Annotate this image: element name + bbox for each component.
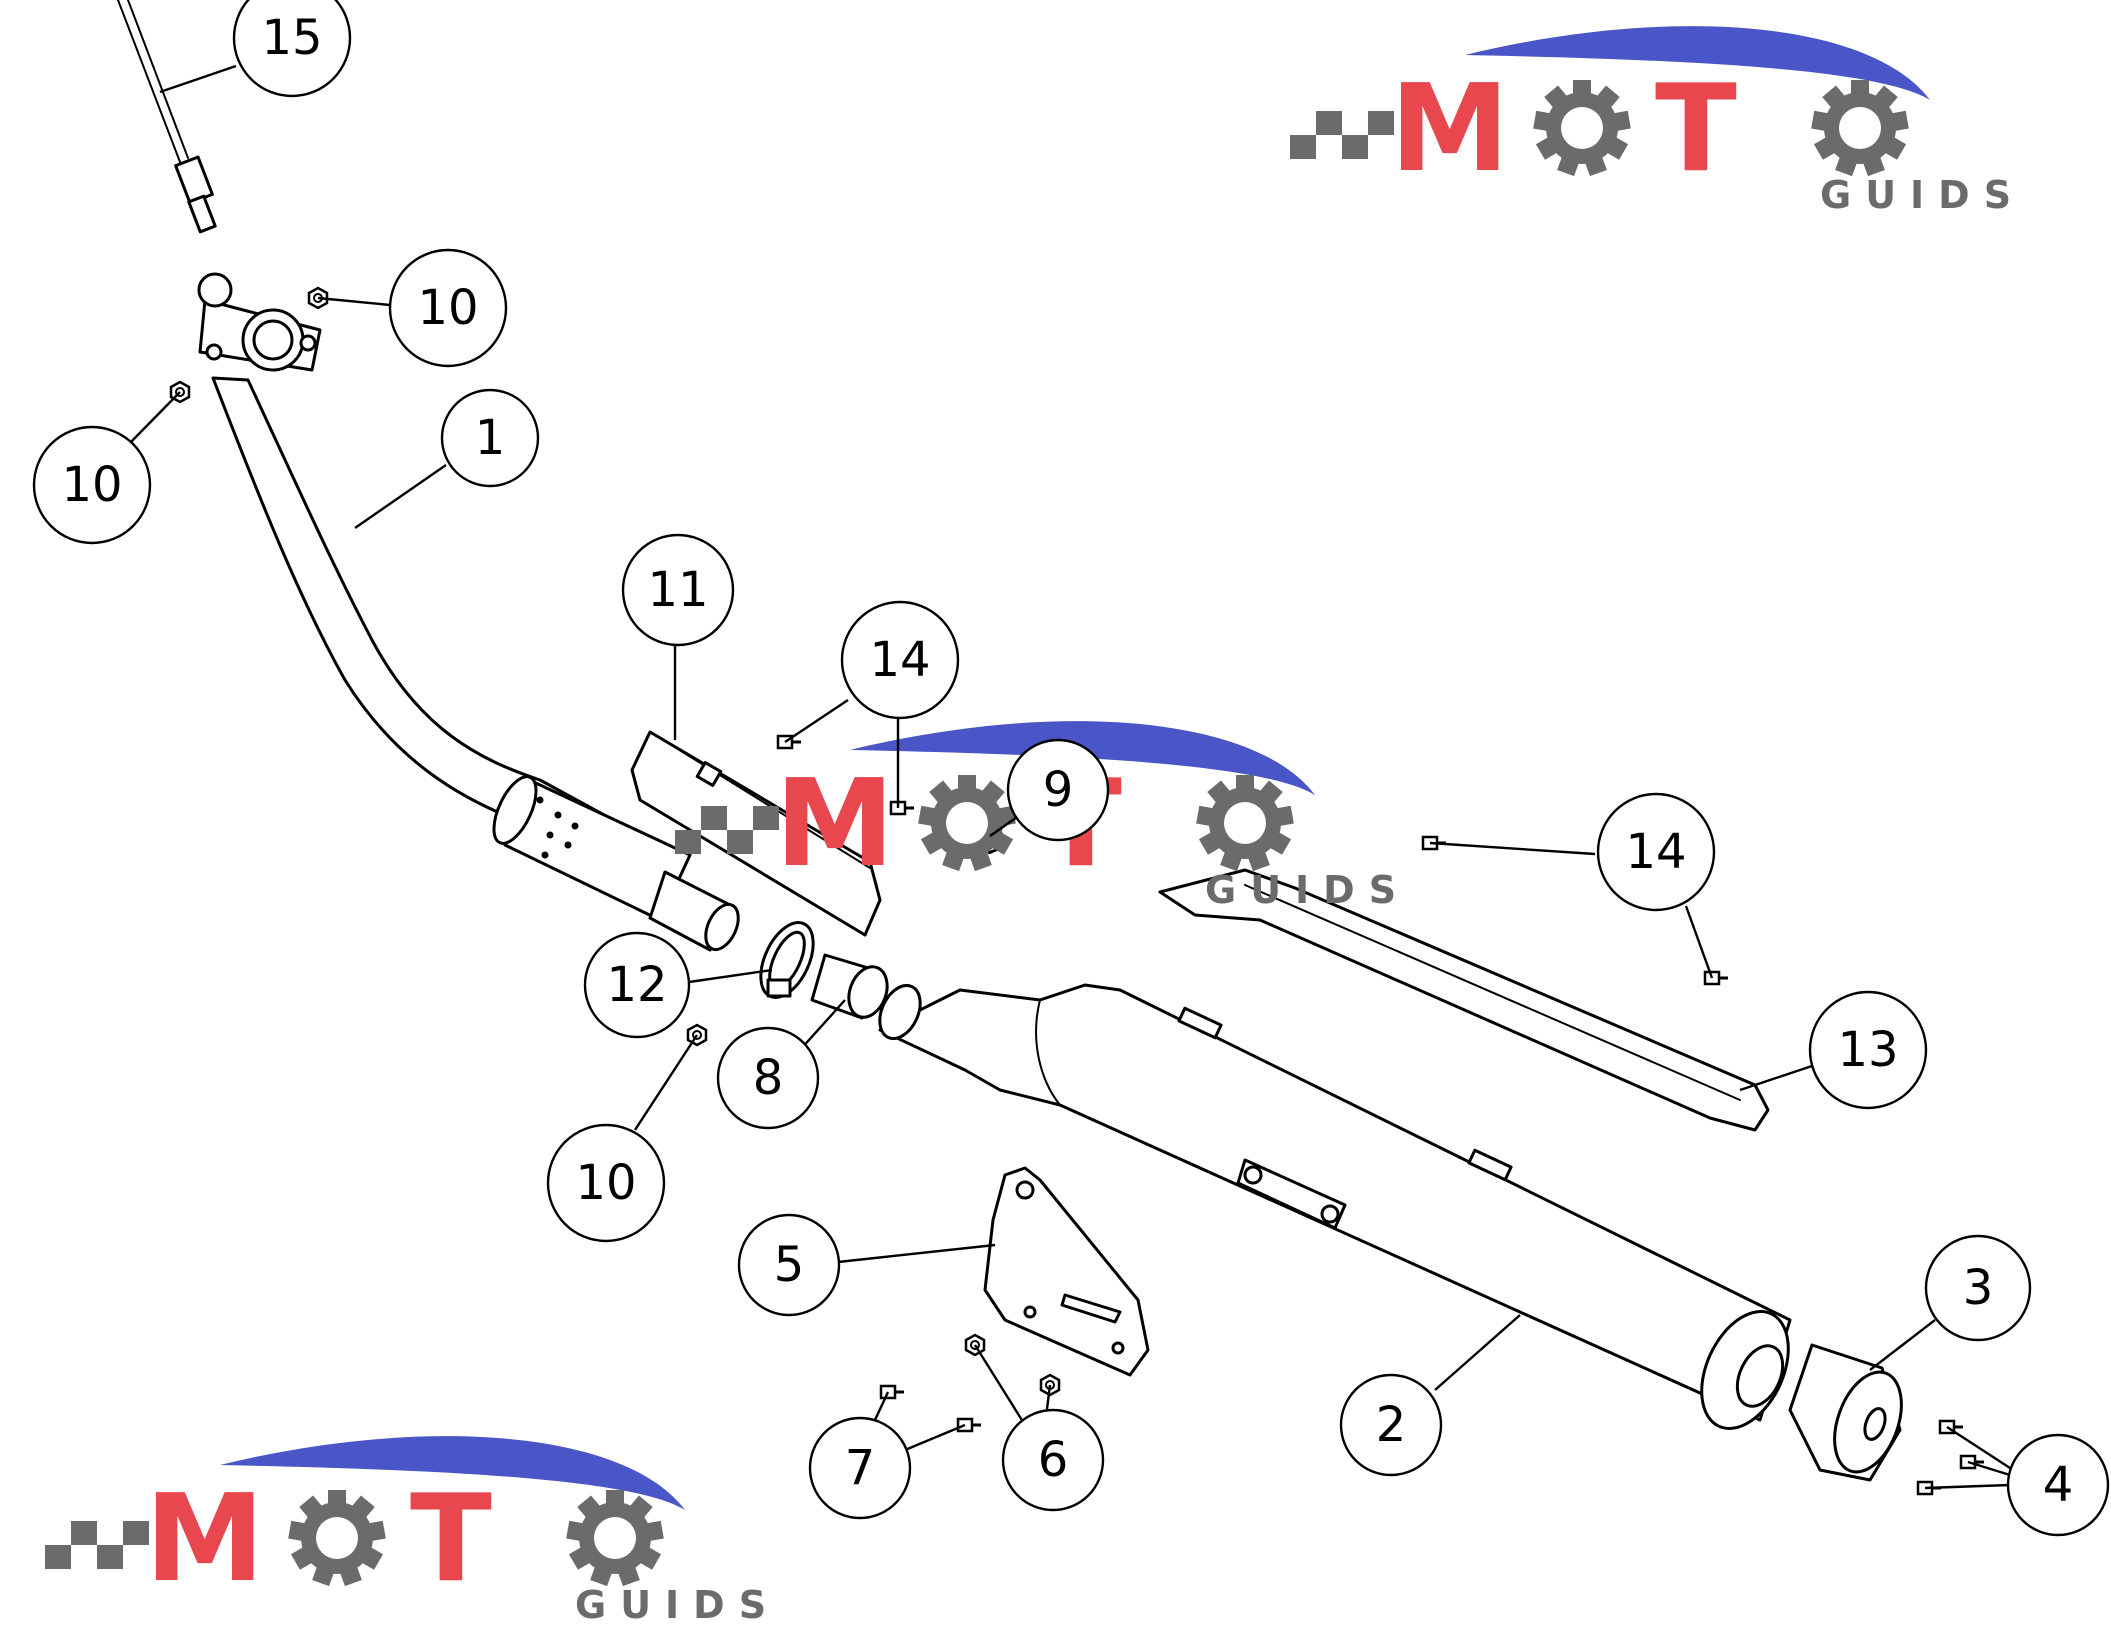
callout-1: 1 [440,388,540,488]
logo-letter-t: T [410,1470,492,1609]
part-11-heat-shield [630,730,882,937]
svg-text:5: 5 [774,1237,805,1293]
logo-letter-t: T [1655,60,1737,199]
callout-14: 14 [1596,792,1716,912]
callout-4: 4 [2006,1433,2110,1537]
part-14-screw [1703,970,1730,986]
callout-10: 10 [388,248,508,368]
part-7-bolt [879,1384,906,1400]
svg-text:7: 7 [845,1440,876,1496]
part-8-sleeve [810,953,889,1020]
svg-text:14: 14 [1625,824,1686,880]
svg-text:11: 11 [647,562,708,618]
watermark-logo-top: M T GUIDS [1290,26,2025,217]
callout-2: 2 [1339,1373,1443,1477]
logo-subtitle: GUIDS [1205,868,1410,912]
part-14-screw [889,800,916,816]
part-7-bolt [956,1417,983,1433]
svg-text:14: 14 [869,632,930,688]
logo-subtitle: GUIDS [1820,173,2025,217]
part-5-bracket [983,1166,1150,1377]
part-12-clamp [759,921,815,999]
callout-5: 5 [737,1213,841,1317]
svg-text:10: 10 [61,457,122,513]
svg-text:15: 15 [261,10,322,66]
callout-3: 3 [1924,1234,2032,1342]
callout-14: 14 [840,600,960,720]
callout-12: 12 [583,931,691,1039]
part-13-muffler-heat-shield [1158,868,1770,1132]
svg-text:9: 9 [1043,762,1074,818]
part-1-head-pipe [197,272,740,952]
part-3-end-cap [1788,1343,1903,1482]
callout-13: 13 [1808,990,1928,1110]
callout-15: 15 [232,0,352,98]
svg-text:12: 12 [606,957,667,1013]
callout-9: 9 [1006,738,1110,842]
logo-letter-m: M [1390,60,1509,199]
svg-text:10: 10 [417,280,478,336]
svg-text:10: 10 [575,1155,636,1211]
svg-text:1: 1 [475,410,506,466]
part-15-oxygen-sensor [117,0,217,234]
logo-letter-m: M [775,755,894,894]
leader-lines [127,64,2011,1490]
callout-11: 11 [621,533,735,647]
logo-subtitle: GUIDS [575,1583,780,1627]
callout-6: 6 [1001,1408,1105,1512]
svg-text:4: 4 [2043,1457,2074,1513]
watermark-logo-bottom: M T GUIDS [45,1436,780,1627]
callout-10: 10 [546,1123,666,1243]
part-2-muffler [878,983,1792,1430]
callout-8: 8 [716,1026,820,1130]
svg-text:8: 8 [753,1050,784,1106]
callout-7: 7 [808,1416,912,1520]
svg-text:13: 13 [1837,1022,1898,1078]
callout-10: 10 [32,425,152,545]
logo-letter-m: M [145,1470,264,1609]
svg-text:3: 3 [1963,1260,1994,1316]
svg-text:2: 2 [1376,1397,1407,1453]
svg-text:6: 6 [1038,1432,1069,1488]
